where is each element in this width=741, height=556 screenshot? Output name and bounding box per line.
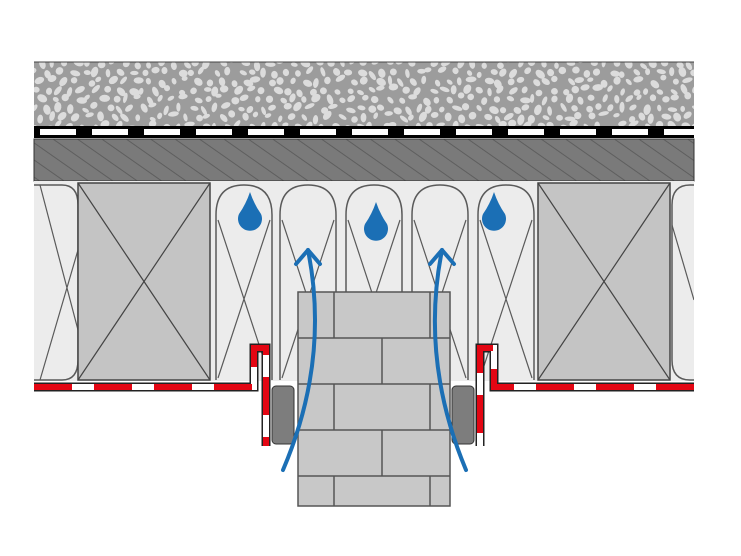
airflow-arrow-icon <box>428 248 468 472</box>
gravel-layer <box>34 61 694 126</box>
wood-beam-left <box>77 182 211 381</box>
water-drop-icon <box>364 202 388 241</box>
roof-deck <box>33 138 695 182</box>
seal-left <box>271 385 295 445</box>
vapor-barrier-left <box>34 343 271 446</box>
water-drop-icon <box>482 192 506 231</box>
water-drop-icon <box>237 192 262 231</box>
roofing-membrane <box>34 126 700 138</box>
brick-wall <box>297 291 451 507</box>
wood-beam-right <box>537 182 671 381</box>
vapor-barrier-right <box>475 343 694 446</box>
airflow-arrow-icon <box>281 248 322 472</box>
seal-right <box>451 385 475 445</box>
